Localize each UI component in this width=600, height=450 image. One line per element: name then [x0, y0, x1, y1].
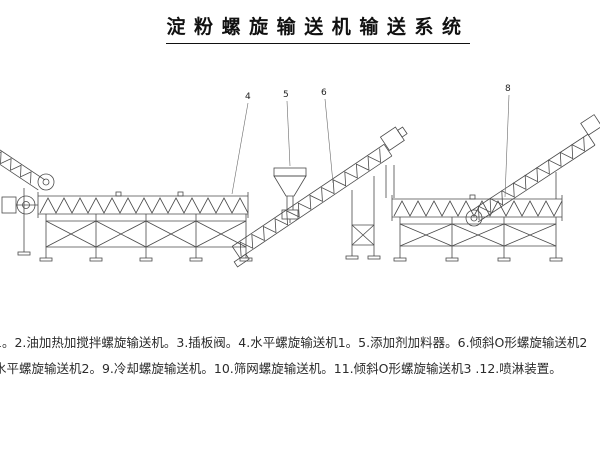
- incline-support-tower: [345, 176, 381, 260]
- callout-5-label: 5: [283, 90, 289, 100]
- incline2-motor: [580, 114, 600, 136]
- left-drive-unit: [1, 195, 38, 215]
- slide-valve: [281, 209, 299, 223]
- oil-heating-mixing-conveyor: [1, 191, 249, 218]
- callout-6: 6: [321, 88, 334, 184]
- legend-line-1: 1。2.油加热加搅拌螺旋输送机。3.插板阀。4.水平螺旋输送机1。5.添加剂加料…: [0, 335, 588, 350]
- callout-4-label: 4: [245, 92, 251, 102]
- incline1-motor: [379, 126, 405, 151]
- page-title: 淀粉螺旋输送机输送系统: [0, 12, 600, 44]
- left-support-truss: [39, 214, 253, 262]
- callout-8: 8: [504, 84, 511, 198]
- callout-4: 4: [231, 92, 251, 195]
- callout-5: 5: [283, 90, 291, 167]
- callout-6-label: 6: [321, 88, 327, 98]
- additive-feeder-hopper: [273, 167, 307, 210]
- right-support-truss: [393, 217, 563, 262]
- inclined-conveyor-2: [465, 114, 600, 227]
- page-title-text: 淀粉螺旋输送机输送系统: [166, 12, 470, 44]
- callouts: 4 5 6 8: [231, 84, 511, 198]
- legend-line-2: 水平螺旋输送机2。9.冷却螺旋输送机。10.筛网螺旋输送机。11.倾斜O形螺旋输…: [0, 360, 562, 376]
- legend: 1。2.油加热加搅拌螺旋输送机。3.插板阀。4.水平螺旋输送机1。5.添加剂加料…: [0, 330, 600, 381]
- left-inlet-conveyor-stub: [0, 139, 55, 256]
- callout-8-label: 8: [505, 84, 511, 94]
- inclined-conveyor-1: [231, 126, 408, 268]
